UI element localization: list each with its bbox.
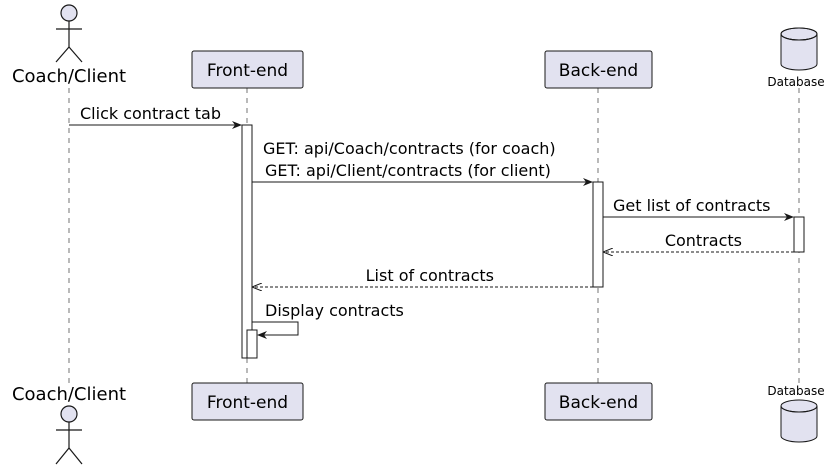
participant-frontend-bottom: Front-end	[191, 382, 304, 421]
message-get-list-of-contracts: Get list of contracts	[603, 196, 794, 221]
activation-frontend-nested	[246, 329, 258, 359]
participant-backend-top: Back-end	[544, 50, 653, 89]
message-display-contracts-self: Display contracts	[252, 301, 404, 339]
message-click-contract-tab: Click contract tab	[69, 104, 242, 129]
participant-frontend-top: Front-end	[191, 50, 304, 89]
participant-backend-bottom: Back-end	[544, 382, 653, 421]
actor-label-bottom: Coach/Client	[12, 384, 126, 405]
actor-bottom: Coach/Client	[12, 384, 126, 465]
actor-top: Coach/Client	[12, 4, 126, 87]
participant-frontend-label-top: Front-end	[207, 61, 288, 81]
actor-stick-figure-icon	[55, 405, 83, 465]
message-label: List of contracts	[366, 266, 494, 285]
message-label: Get list of contracts	[613, 196, 770, 215]
message-contracts-return: Contracts	[604, 231, 794, 252]
participant-database-label-bottom: Database	[767, 384, 824, 398]
activation-backend	[592, 181, 604, 288]
actor-label-top: Coach/Client	[12, 66, 126, 87]
message-label: Click contract tab	[80, 104, 221, 123]
participant-database-label-top: Database	[767, 75, 824, 89]
message-list-of-contracts-return: List of contracts	[253, 266, 593, 287]
message-label-line1: GET: api/Coach/contracts (for coach)	[263, 139, 556, 158]
actor-stick-figure-icon	[55, 4, 83, 63]
participant-frontend-label-bottom: Front-end	[207, 393, 288, 413]
database-cylinder-icon	[780, 399, 818, 443]
participant-backend-label-top: Back-end	[559, 61, 638, 81]
message-label: Contracts	[665, 231, 742, 250]
message-get-contracts: GET: api/Coach/contracts (for coach) GET…	[252, 139, 593, 186]
participant-backend-label-bottom: Back-end	[559, 393, 638, 413]
database-cylinder-icon	[780, 27, 818, 71]
activation-frontend	[241, 124, 253, 359]
activation-database	[793, 216, 805, 253]
message-label-line2: GET: api/Client/contracts (for client)	[265, 161, 551, 180]
message-label: Display contracts	[265, 301, 404, 320]
participant-database-bottom: Database	[767, 384, 825, 443]
participant-database-top: Database	[767, 27, 825, 89]
